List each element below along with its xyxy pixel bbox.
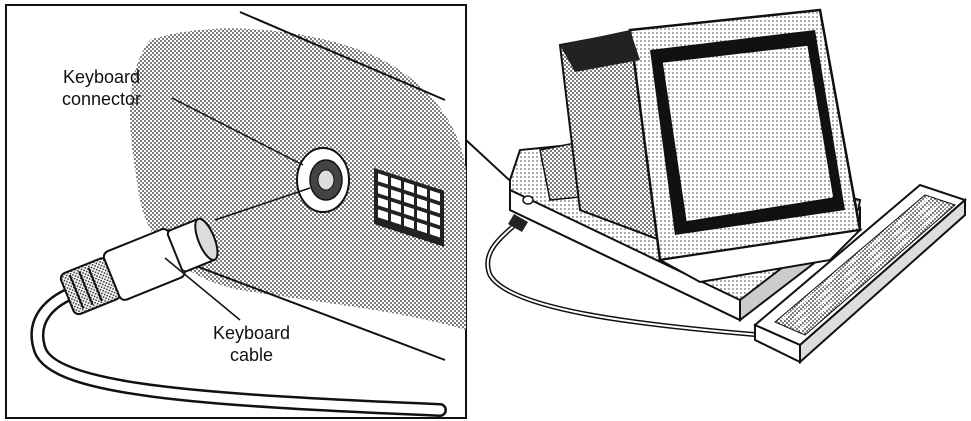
keyboard-cable-label-line1: Keyboard <box>213 322 290 344</box>
computer-illustration <box>488 10 965 362</box>
keyboard-connector-label: Keyboard connector <box>62 66 141 110</box>
keyboard-cable-label: Keyboard cable <box>213 322 290 366</box>
keyboard-connector-label-line2: connector <box>62 88 141 110</box>
keyboard-cable-label-line2: cable <box>213 344 290 366</box>
keyboard-connector-icon <box>297 148 349 212</box>
keyboard-connector-label-line1: Keyboard <box>62 66 141 88</box>
